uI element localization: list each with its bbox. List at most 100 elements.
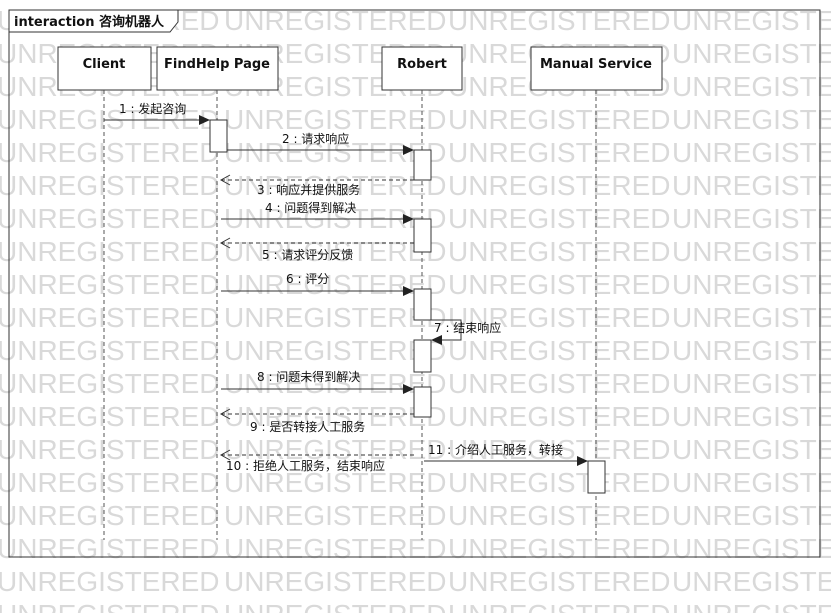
arrowhead-filled-icon (403, 286, 414, 296)
watermark-text: UNREGISTERED (224, 566, 446, 597)
lifeline-findhelp-page[interactable]: FindHelp Page (156, 46, 279, 91)
message-label: 1 : 发起咨询 (119, 101, 186, 116)
watermark-text: UNREGISTERED (224, 236, 446, 267)
watermark-text: UNREGISTERED (672, 203, 831, 234)
message-1[interactable]: 1 : 发起咨询 (104, 101, 210, 125)
watermark-text: UNREGISTERED (0, 302, 219, 333)
message-label: 6 : 评分 (286, 272, 329, 286)
watermark-text: UNREGISTERED (224, 137, 446, 168)
lifeline-robert[interactable]: Robert (381, 46, 463, 91)
lifeline-label: FindHelp Page (164, 57, 270, 72)
lifeline-label: Robert (397, 57, 447, 72)
watermark-text: UNREGISTERED (224, 335, 446, 366)
lifeline-label: Manual Service (540, 57, 652, 72)
message-8[interactable]: 8 : 问题未得到解决 (221, 369, 414, 394)
watermark-text: UNREGISTERED (448, 269, 670, 300)
message-label: 5 : 请求评分反馈 (262, 248, 353, 262)
message-9[interactable]: 9 : 是否转接人工服务 (219, 408, 414, 434)
arrowhead-open-icon (219, 408, 231, 420)
frame-title-tab (8, 9, 179, 33)
watermark-text: UNREGISTERED (672, 302, 831, 333)
lifeline-head-box (57, 46, 152, 91)
watermark-text: UNREGISTERED (672, 434, 831, 465)
watermark-text: UNREGISTERED (448, 236, 670, 267)
frame-title: interaction 咨询机器人 (14, 14, 165, 30)
message-label: 8 : 问题未得到解决 (257, 369, 360, 384)
interaction-frame (8, 9, 821, 558)
message-label: 3 : 响应并提供服务 (257, 182, 360, 197)
activation-bar (413, 149, 432, 181)
watermark-text: UNREGISTERED (672, 500, 831, 531)
watermark-text: UNREGISTERED (672, 236, 831, 267)
watermark: UNREGISTEREDUNREGISTEREDUNREGISTEREDUNRE… (0, 5, 831, 613)
watermark-text: UNREGISTERED (672, 599, 831, 613)
watermark-text: UNREGISTERED (0, 500, 219, 531)
watermark-text: UNREGISTERED (224, 500, 446, 531)
watermark-text: UNREGISTERED (448, 500, 670, 531)
arrowhead-open-icon (219, 449, 231, 461)
watermark-text: UNREGISTERED (0, 467, 219, 498)
message-label: 2 : 请求响应 (282, 131, 349, 146)
watermark-text: UNREGISTERED (224, 269, 446, 300)
lifeline-head-box (156, 46, 279, 91)
activation-bar (413, 339, 432, 373)
activation-bar (209, 119, 228, 153)
watermark-text: UNREGISTERED (224, 533, 446, 564)
watermark-text: UNREGISTERED (448, 467, 670, 498)
watermark-text: UNREGISTERED (0, 170, 219, 201)
arrowhead-filled-icon (199, 115, 210, 125)
watermark-text: UNREGISTERED (448, 170, 670, 201)
message-4[interactable]: 4 : 问题得到解决 (221, 200, 414, 224)
message-label: 9 : 是否转接人工服务 (250, 419, 365, 434)
arrowhead-filled-icon (577, 456, 588, 466)
lifeline-head-box (381, 46, 463, 91)
watermark-text: UNREGISTERED (672, 269, 831, 300)
message-3[interactable]: 3 : 响应并提供服务 (219, 174, 414, 197)
watermark-text: UNREGISTERED (0, 236, 219, 267)
watermark-text: UNREGISTERED (672, 38, 831, 69)
watermark-text: UNREGISTERED (0, 203, 219, 234)
watermark-text: UNREGISTERED (672, 335, 831, 366)
message-label: 7 : 结束响应 (434, 320, 501, 335)
arrowhead-filled-icon (403, 384, 414, 394)
watermark-text: UNREGISTERED (224, 401, 446, 432)
watermark-text: UNREGISTERED (0, 269, 219, 300)
activation-bar (587, 460, 606, 494)
message-11[interactable]: 11 : 介绍人工服务，转接 (424, 442, 588, 466)
watermark-text: UNREGISTERED (224, 104, 446, 135)
arrowhead-filled-icon (431, 335, 442, 345)
watermark-text: UNREGISTERED (448, 599, 670, 613)
activation-bar (413, 386, 432, 418)
watermark-text: UNREGISTERED (448, 104, 670, 135)
watermark-text: UNREGISTERED (224, 302, 446, 333)
arrowhead-open-icon (219, 174, 231, 186)
arrowhead-open-icon (219, 237, 231, 249)
watermark-text: UNREGISTERED (224, 368, 446, 399)
watermark-text: UNREGISTERED (672, 137, 831, 168)
message-7[interactable]: 7 : 结束响应 (431, 319, 501, 345)
message-6[interactable]: 6 : 评分 (221, 272, 414, 296)
lifeline-client[interactable]: Client (57, 46, 152, 91)
activation-bar (413, 288, 432, 321)
watermark-text: UNREGISTERED (0, 434, 219, 465)
watermark-text: UNREGISTERED (224, 467, 446, 498)
arrowhead-filled-icon (403, 145, 414, 155)
message-label: 10 : 拒绝人工服务，结束响应 (226, 458, 385, 473)
message-2[interactable]: 2 : 请求响应 (227, 131, 414, 155)
watermark-text: UNREGISTERED (672, 170, 831, 201)
arrowhead-filled-icon (403, 214, 414, 224)
message-5[interactable]: 5 : 请求评分反馈 (219, 237, 414, 262)
watermark-text: UNREGISTERED (448, 137, 670, 168)
watermark-text: UNREGISTERED (448, 401, 670, 432)
watermark-text: UNREGISTERED (448, 434, 670, 465)
message-label: 11 : 介绍人工服务，转接 (428, 442, 563, 457)
watermark-text: UNREGISTERED (448, 335, 670, 366)
watermark-text: UNREGISTERED (448, 302, 670, 333)
lifeline-label: Client (83, 57, 126, 72)
watermark-text: UNREGISTERED (0, 335, 219, 366)
watermark-text: UNREGISTERED (672, 467, 831, 498)
watermark-text: UNREGISTERED (672, 401, 831, 432)
lifeline-manual-service[interactable]: Manual Service (530, 46, 663, 91)
watermark-text: UNREGISTERED (672, 533, 831, 564)
message-10[interactable]: 10 : 拒绝人工服务，结束响应 (219, 449, 414, 473)
